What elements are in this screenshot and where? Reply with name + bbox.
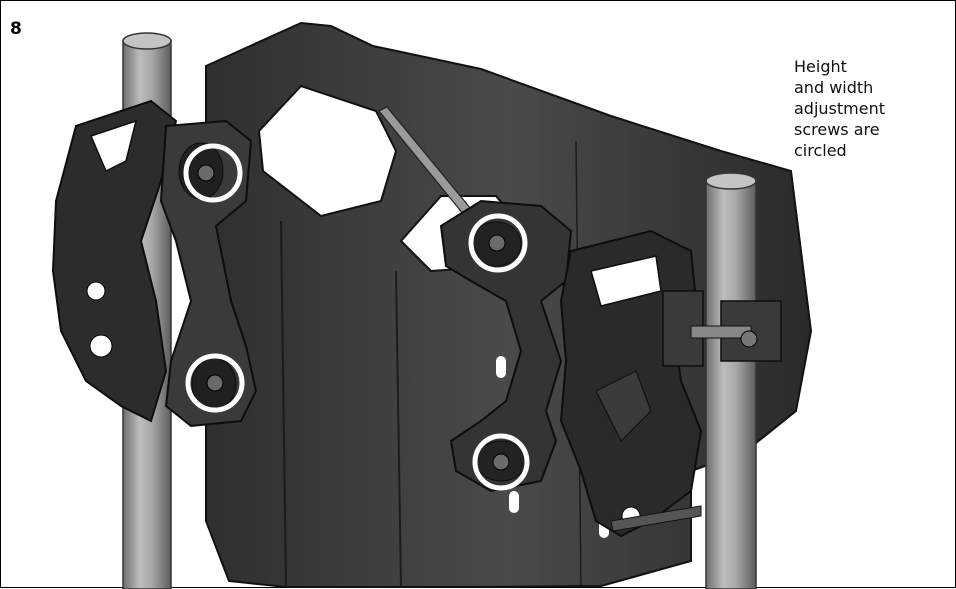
right-clamp [439,199,782,538]
left-clamp [51,99,258,428]
screw-highlights [183,143,530,491]
caption-line: circled [794,141,847,160]
step-number: 8 [10,19,22,39]
highlight-circle-left-upper [183,143,243,203]
caption-line: adjustment [794,99,885,118]
highlight-circle-left-lower [185,353,245,413]
highlight-circle-right-upper [468,213,528,273]
right-pole [705,172,757,589]
highlight-circle-right-lower [472,433,530,491]
caption-text: Height and width adjustment screws are c… [794,56,944,161]
caption-line: screws are [794,120,880,139]
caption-line: Height [794,57,847,76]
caption-line: and width [794,78,874,97]
